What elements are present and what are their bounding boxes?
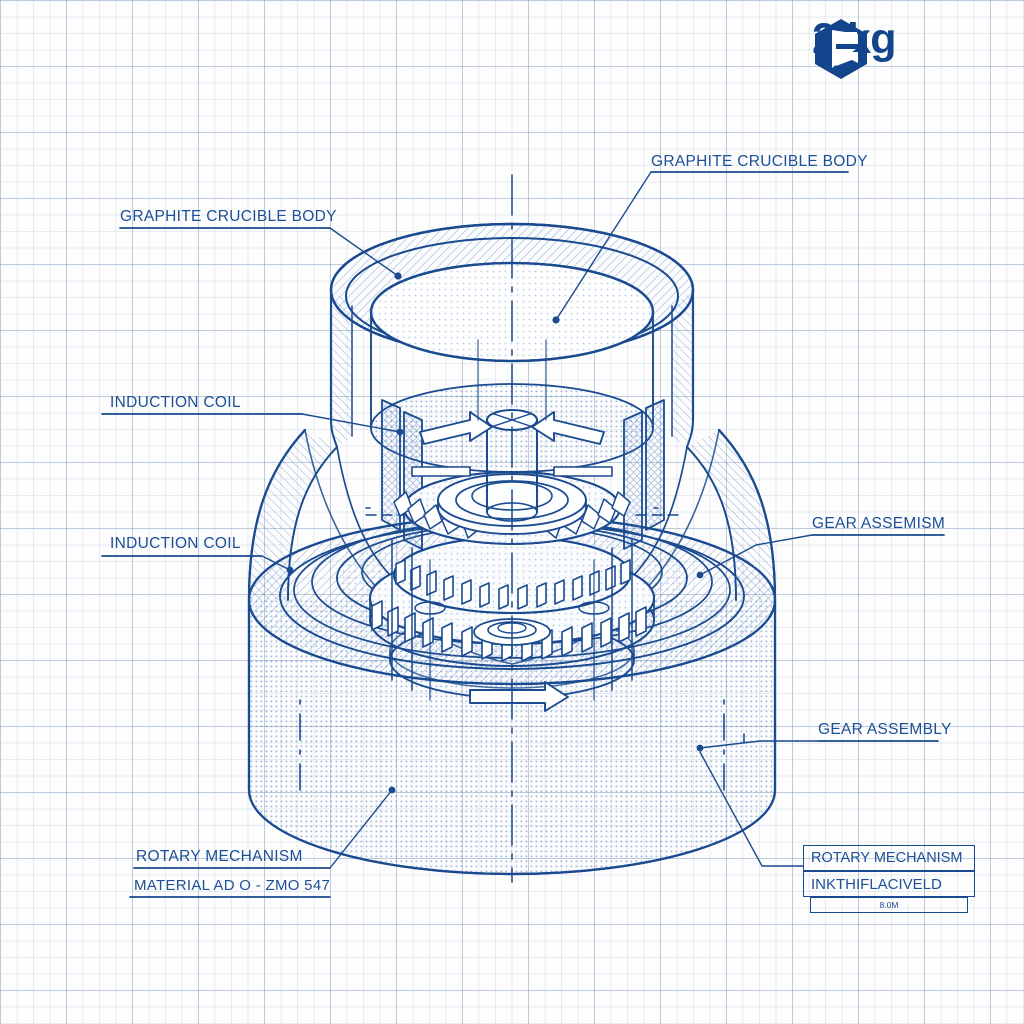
hexagon-logo-icon	[815, 19, 867, 79]
weight-badge: 2 kg	[812, 18, 897, 79]
title-block-subtitle-row: INKTHIFLACIVELD	[803, 871, 975, 897]
title-block-title-row: ROTARY MECHANISM	[803, 845, 975, 871]
label-induction-coil-lower: INDUCTION COIL	[110, 535, 241, 552]
title-block-subtitle: INKTHIFLACIVELD	[811, 875, 942, 893]
label-graphite-crucible-body-top-right: GRAPHITE CRUCIBLE BODY	[651, 153, 868, 170]
label-rotary-mechanism: ROTARY MECHANISM	[136, 848, 303, 865]
title-block-scale-row: 8.0M	[810, 897, 968, 913]
title-block-title: ROTARY MECHANISM	[811, 850, 963, 866]
label-material-spec: MATERIAL AD O - ZMO 547	[134, 877, 331, 894]
label-graphite-crucible-body-top-left: GRAPHITE CRUCIBLE BODY	[120, 208, 337, 225]
label-induction-coil-upper: INDUCTION COIL	[110, 394, 241, 411]
label-gear-assembly: GEAR ASSEMBLY	[818, 721, 952, 738]
label-gear-assemism: GEAR ASSEMISM	[812, 515, 946, 532]
title-block-scale: 8.0M	[879, 900, 899, 910]
